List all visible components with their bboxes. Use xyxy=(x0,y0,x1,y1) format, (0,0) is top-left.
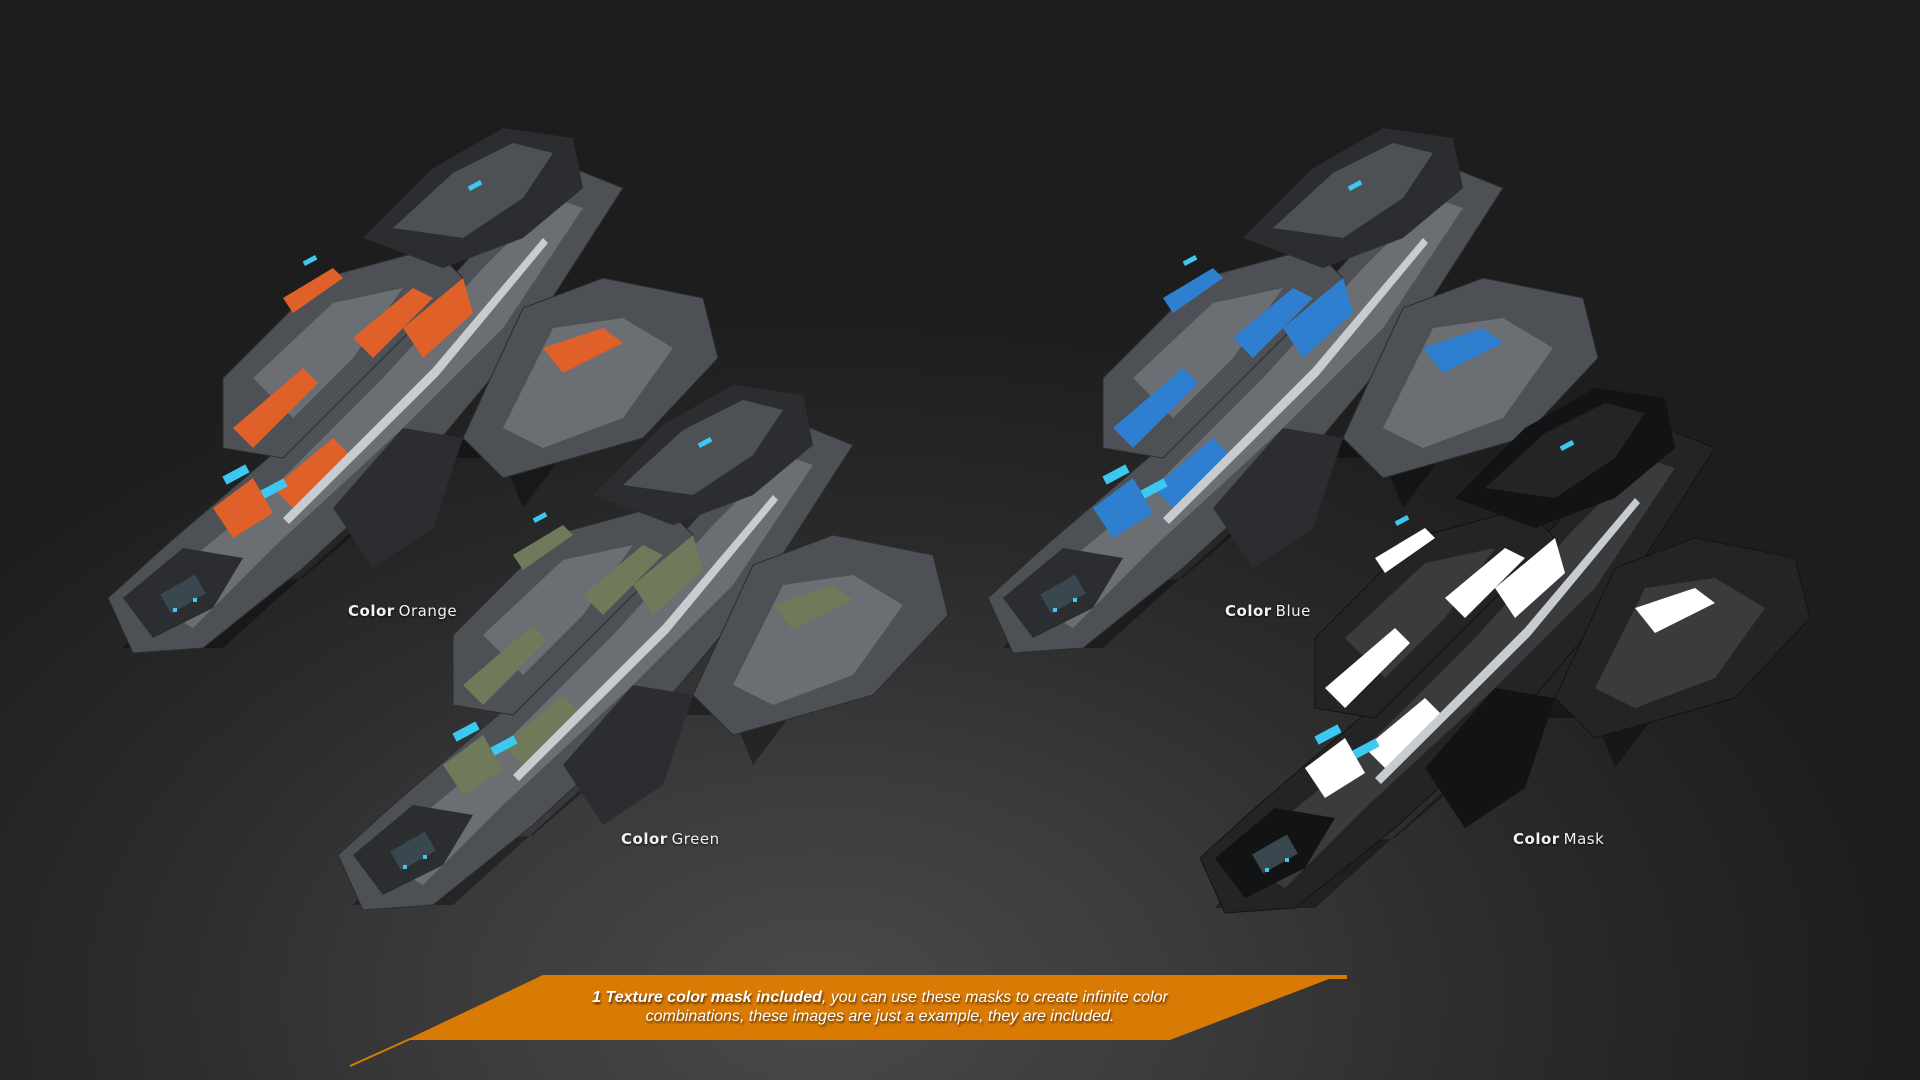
banner-text-line1: , you can use these masks to create infi… xyxy=(821,989,1168,1006)
label-value: Green xyxy=(671,830,720,848)
info-banner: 1 Texture color mask included, you can u… xyxy=(340,970,1360,1070)
ship-green xyxy=(333,385,953,915)
ship-mask xyxy=(1195,388,1815,918)
label-key: Color xyxy=(1225,602,1272,620)
label-value: Mask xyxy=(1563,830,1605,848)
spaceship-render-mask xyxy=(1199,388,1811,914)
banner-text-line2: combinations, these images are just a ex… xyxy=(645,1008,1115,1025)
ship-blue xyxy=(983,128,1603,658)
label-value: Blue xyxy=(1275,602,1311,620)
label-key: Color xyxy=(348,602,395,620)
label-key: Color xyxy=(1513,830,1560,848)
spaceship-render-orange xyxy=(107,128,719,654)
label-value: Orange xyxy=(398,602,458,620)
ship-orange xyxy=(103,128,723,658)
spaceship-render-green xyxy=(337,385,949,911)
label-key: Color xyxy=(621,830,668,848)
banner-bold-text: 1 Texture color mask included xyxy=(592,989,822,1006)
banner-text: 1 Texture color mask included, you can u… xyxy=(500,988,1260,1026)
spaceship-render-blue xyxy=(987,128,1599,654)
banner-shape xyxy=(349,975,1347,1067)
